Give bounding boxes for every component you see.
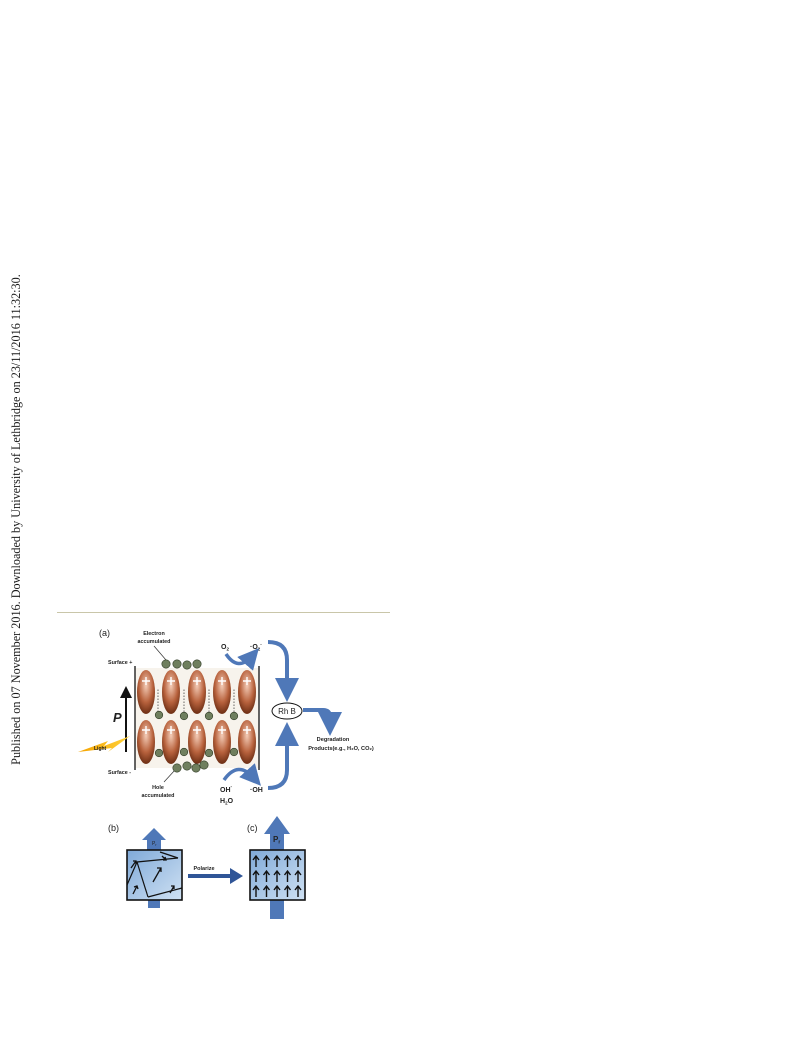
aligned-dipole-arrow [273,854,281,867]
random-domains [126,851,183,898]
hole-label-pointer [163,769,176,783]
aligned-dipole-arrow [283,854,292,867]
random-dipole-arrows [130,855,175,895]
dipole-ellipse [162,720,180,764]
aligned-dipole-arrow [252,854,260,867]
superoxide-label: ·O2- [250,642,262,652]
oxidation-arrow [222,763,261,786]
dye-label: Rh B [278,707,296,716]
remnant-polarization-arrow-large [264,816,290,850]
dipole-ellipse [137,720,155,764]
hydroxide-label: OH- [220,784,233,794]
superoxide-to-dye-arrow [267,640,299,702]
aligned-dipole-arrow [294,869,302,882]
oxygen-label: O2 [221,644,229,652]
dipole-ellipse [188,720,206,764]
aligned-dipole-arrow [262,884,271,897]
panel-c-label: (c) [247,823,258,833]
hole-label-line1: Hole [152,785,164,791]
polarize-process: Polarize [188,866,243,884]
aligned-dipole-arrow [283,869,292,882]
dipole-row-bottom [137,720,256,764]
aligned-dipole-arrow [262,854,271,867]
light-label: Light [94,746,107,752]
aligned-dipole-arrows [252,854,302,897]
panel-a: (a) Electron accumulated Surface + Surfa… [78,628,374,806]
dipole-ellipse [238,670,256,714]
aligned-dipole-arrow [252,869,260,882]
hydroxyl-radical-label: ·OH [250,787,263,794]
water-label: H2O [220,798,234,806]
internal-field-arrows [157,689,235,715]
panel-b-arrow-label: Pr [152,841,157,847]
light-bolt-icon [78,736,130,752]
polarization-arrow-tail-b [148,898,160,908]
polarization-symbol: P [113,710,122,725]
polarize-label: Polarize [193,866,214,872]
dipole-ellipse [137,670,155,714]
aligned-dipole-arrow [273,884,281,897]
dipole-ellipse [238,720,256,764]
panel-b: (b) Pr [108,823,183,908]
aligned-dipole-arrow [262,869,271,882]
reduction-arrow [224,648,259,671]
aligned-dipole-arrow [283,884,292,897]
aligned-dipole-arrow [294,854,302,867]
aligned-dipole-arrow [294,884,302,897]
panel-a-label: (a) [99,628,110,638]
separator-rule [57,612,390,613]
hole-carriers [154,747,239,773]
aligned-dipole-arrow [252,884,260,897]
electron-label-line1: Electron [143,631,165,637]
dipole-ellipse [188,670,206,714]
products-label-line1: Degradation [317,737,350,743]
electron-carriers [154,659,239,721]
electron-label-line2: accumulated [138,639,171,645]
polarize-arrow [188,868,243,884]
degradation-arrow [303,708,342,736]
dipole-row-top [137,670,256,714]
panel-c: (c) Pr [247,816,306,919]
dipole-ellipse [162,670,180,714]
surface-minus-label: Surface - [108,770,131,776]
electron-label-pointer [153,645,167,661]
remnant-polarization-arrow-small [142,828,166,850]
aligned-dipole-arrow [273,869,281,882]
hydroxyl-to-dye-arrow [267,722,299,790]
dipole-ellipse [213,720,231,764]
unpoled-crystal [126,849,183,901]
polarization-arrow-tail-c [270,900,284,919]
dye-ellipse [271,702,303,720]
products-label-line2: Products(e.g., H₂O, CO₂) [308,746,374,752]
panel-c-arrow-label: Pr [273,835,280,846]
dipole-ellipse [213,670,231,714]
hole-label-line2: accumulated [142,793,175,799]
surface-plus-label: Surface + [108,660,132,666]
panel-b-label: (b) [108,823,119,833]
